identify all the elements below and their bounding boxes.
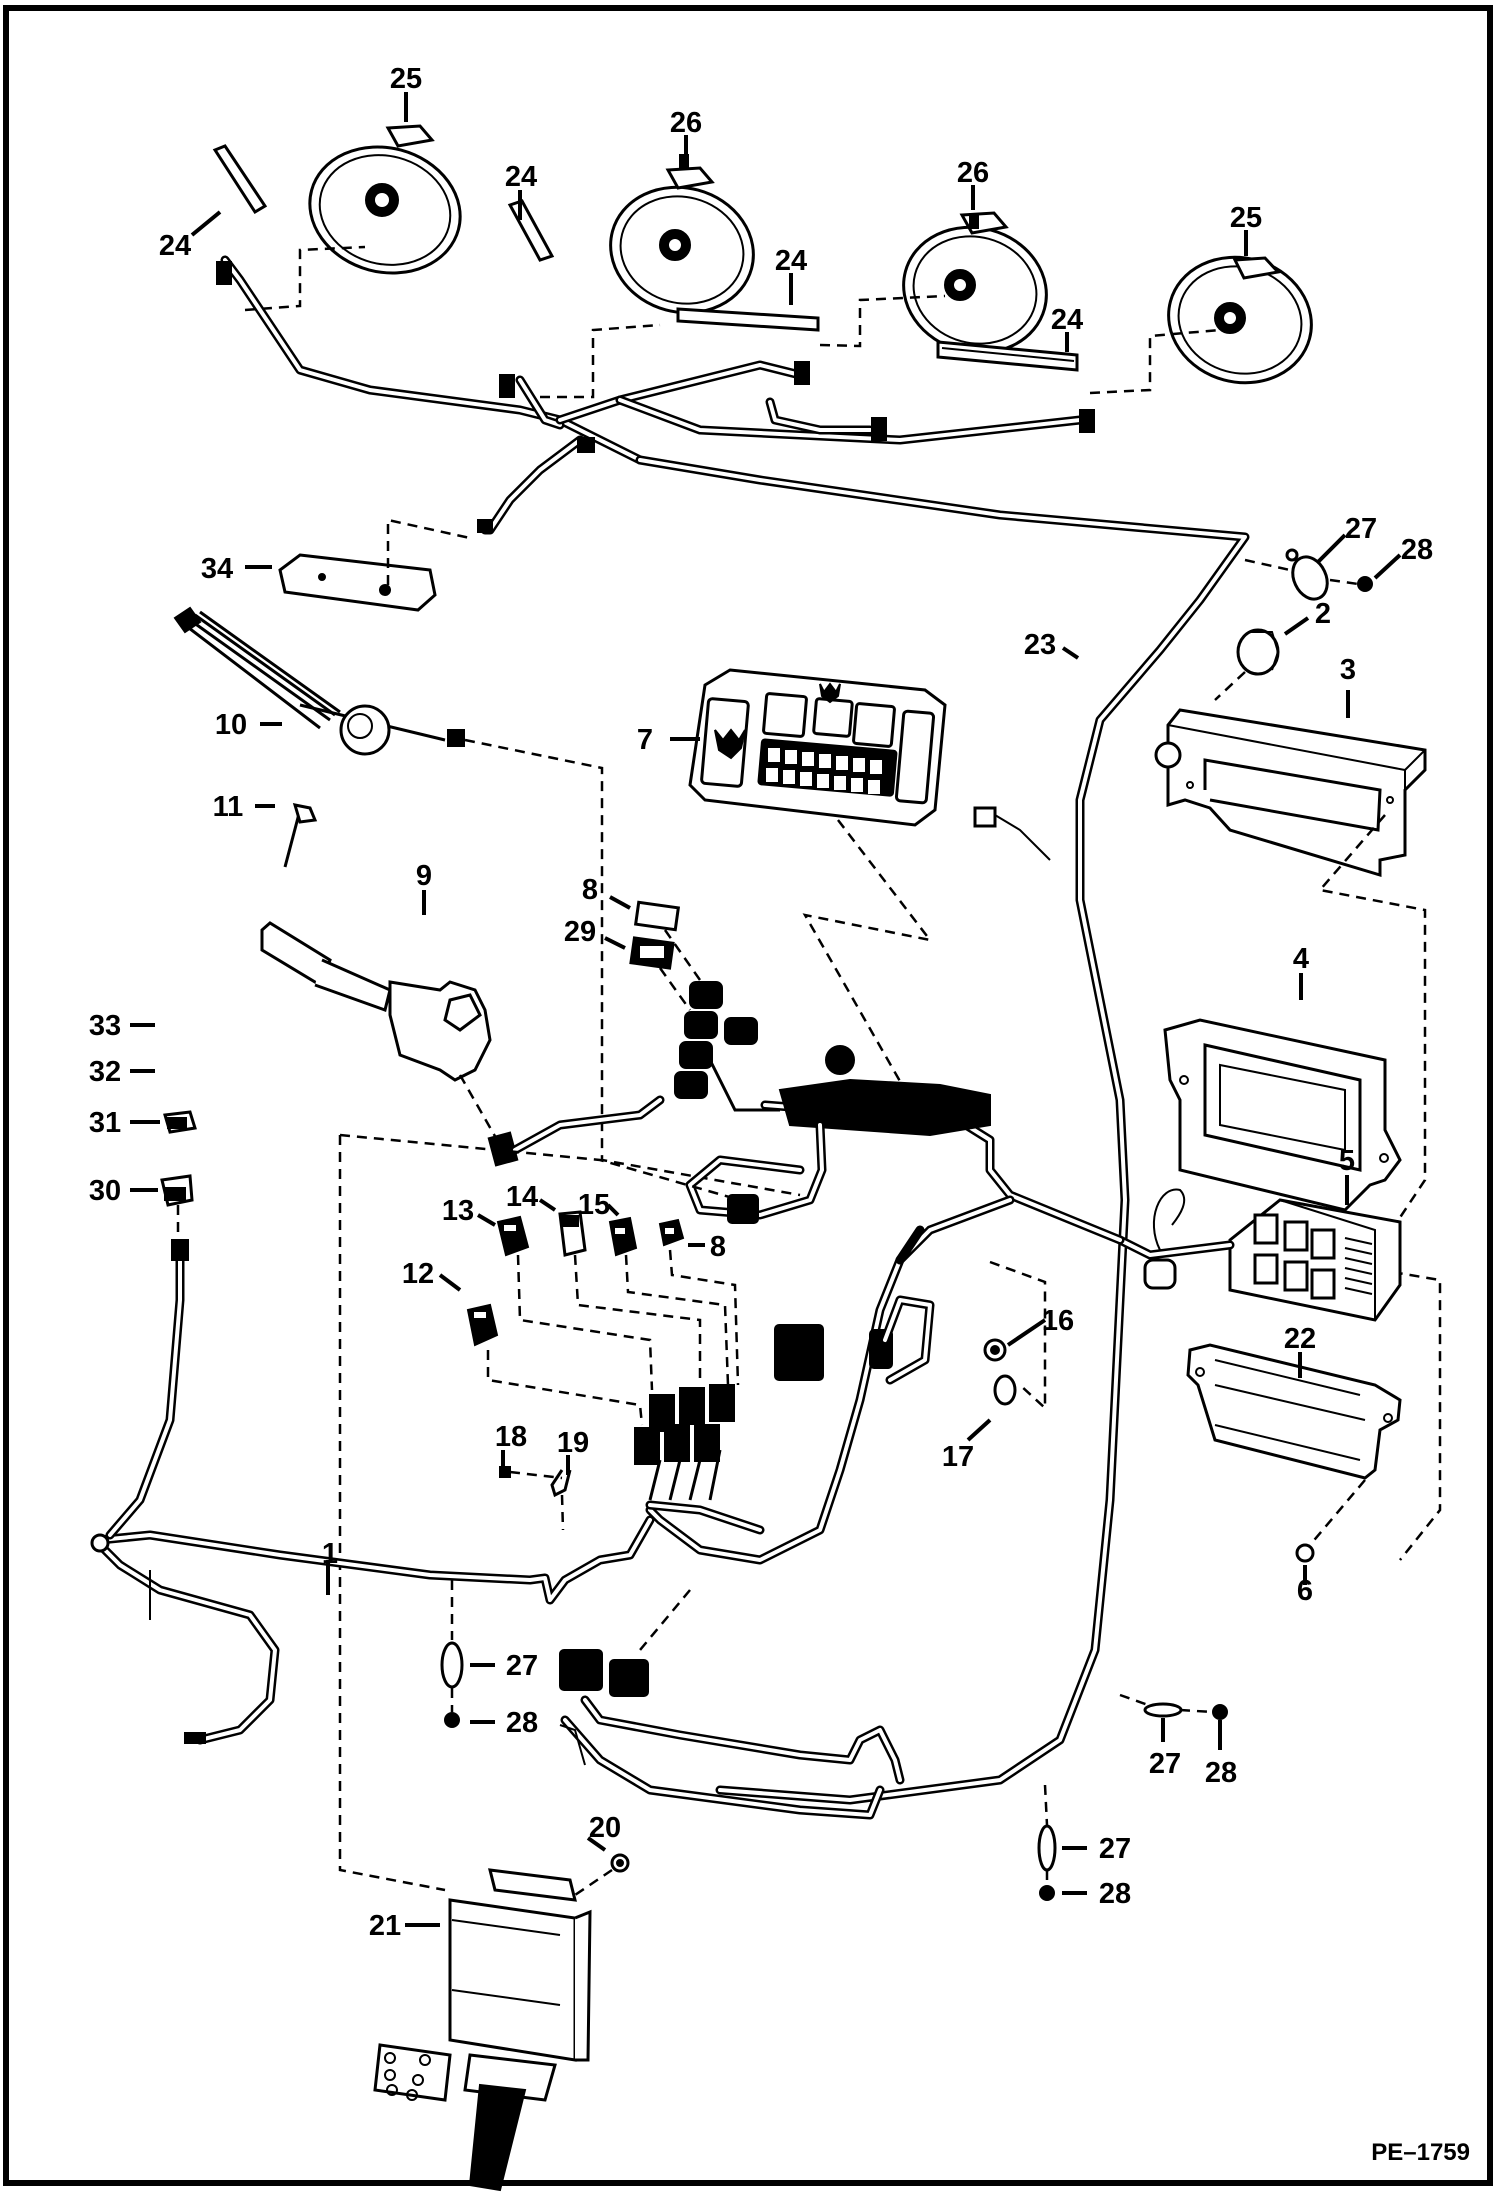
- clip-27-left[interactable]: [440, 1641, 464, 1689]
- callout-31: 31: [89, 1107, 121, 1139]
- callout-32: 32: [89, 1056, 121, 1088]
- callout-8: 8: [582, 874, 598, 906]
- callout-33: 33: [89, 1010, 121, 1042]
- key-11[interactable]: [283, 803, 318, 868]
- callout-34: 34: [201, 553, 233, 585]
- rocker-switch-12[interactable]: [466, 1303, 499, 1347]
- callout-30: 30: [89, 1175, 121, 1207]
- bolt-18[interactable]: [499, 1466, 511, 1478]
- callout-28: 28: [506, 1707, 538, 1739]
- callout-24: 24: [775, 245, 807, 277]
- callout-26: 26: [670, 107, 702, 139]
- indicator-29[interactable]: [629, 936, 675, 970]
- callout-24: 24: [159, 230, 191, 262]
- upper-harness[interactable]: [216, 255, 1250, 1805]
- callout-24: 24: [505, 161, 537, 193]
- lower-harness[interactable]: [559, 1649, 905, 1820]
- key-switch-10[interactable]: [173, 606, 465, 756]
- figure-id-label: PE–1759: [1371, 2139, 1470, 2166]
- clip-27-bottom[interactable]: [1037, 1824, 1057, 1872]
- callout-25: 25: [390, 63, 422, 95]
- callout-4: 4: [1293, 943, 1309, 975]
- rocker-switch-14[interactable]: [558, 1210, 587, 1257]
- callout-19: 19: [557, 1427, 589, 1459]
- callout-9: 9: [416, 860, 432, 892]
- callout-15: 15: [578, 1189, 610, 1221]
- callout-29: 29: [564, 916, 596, 948]
- callout-26: 26: [957, 157, 989, 189]
- lamp-26-left[interactable]: [596, 154, 767, 329]
- switch-connector-bundle[interactable]: [634, 1384, 765, 1535]
- callout-27: 27: [1149, 1748, 1181, 1780]
- lamp-25-right[interactable]: [1154, 241, 1325, 398]
- screw-6[interactable]: [1295, 1543, 1315, 1563]
- bezel-4[interactable]: [1163, 1018, 1402, 1212]
- callout-2: 2: [1315, 598, 1331, 630]
- socket-16[interactable]: [983, 1338, 1007, 1362]
- callout-22: 22: [1284, 1323, 1316, 1355]
- harness-9-connector[interactable]: [487, 1095, 665, 1167]
- connector-cluster[interactable]: [674, 981, 780, 1112]
- fuse-relay-block-5[interactable]: [1115, 1188, 1402, 1322]
- nut-28-right[interactable]: [1212, 1704, 1228, 1720]
- callout-7: 7: [637, 724, 653, 756]
- foam-strip-24-c[interactable]: [676, 307, 820, 332]
- callout-23: 23: [1024, 629, 1056, 661]
- clip-27-top[interactable]: [1285, 548, 1334, 605]
- callout-27: 27: [1099, 1833, 1131, 1865]
- leader-lines: [130, 92, 1402, 1927]
- mounting-plate-34[interactable]: [278, 553, 437, 612]
- callout-24: 24: [1051, 304, 1083, 336]
- clip-27-right[interactable]: [1143, 1702, 1183, 1718]
- clamp-19[interactable]: [550, 1469, 572, 1498]
- bracket-3[interactable]: [1154, 708, 1427, 878]
- main-harness[interactable]: [645, 1045, 1125, 1565]
- connector-30[interactable]: [160, 1174, 194, 1207]
- callout-5: 5: [1339, 1145, 1355, 1177]
- callout-11: 11: [213, 791, 244, 823]
- rocker-switch-13[interactable]: [496, 1215, 530, 1257]
- callout-6: 6: [1297, 1575, 1313, 1607]
- callout-1: 1: [322, 1538, 338, 1570]
- foot-pedal-21[interactable]: [373, 1868, 592, 2192]
- callout-25: 25: [1230, 202, 1262, 234]
- callout-20: 20: [589, 1812, 621, 1844]
- connector-31[interactable]: [163, 1110, 197, 1134]
- callout-28: 28: [1401, 534, 1433, 566]
- bulb-17[interactable]: [993, 1374, 1017, 1406]
- cover-22[interactable]: [1186, 1343, 1402, 1480]
- callout-28: 28: [1099, 1878, 1131, 1910]
- foam-strip-24-b[interactable]: [507, 199, 555, 262]
- turn-signal-switch-9[interactable]: [260, 921, 492, 1082]
- nut-28-bottom[interactable]: [1039, 1885, 1055, 1901]
- callout-10: 10: [215, 709, 247, 741]
- connector-23[interactable]: [973, 806, 1051, 861]
- callout-27: 27: [506, 1650, 538, 1682]
- instrument-panel-7[interactable]: [688, 668, 947, 827]
- rocker-switch-15[interactable]: [608, 1216, 638, 1257]
- callout-17: 17: [942, 1441, 974, 1473]
- rocker-switch-8-lower[interactable]: [658, 1218, 685, 1247]
- lamp-25-left[interactable]: [296, 124, 475, 290]
- callout-13: 13: [442, 1195, 474, 1227]
- callout-27: 27: [1345, 513, 1377, 545]
- callout-8: 8: [710, 1231, 726, 1263]
- foam-strip-24-d[interactable]: [936, 340, 1079, 372]
- callout-labels: 25 24 24 26 24 26 24 25 34 27 28 2 3 23 …: [89, 63, 1433, 1942]
- nut-28-top[interactable]: [1357, 576, 1373, 592]
- foam-strip-24-a[interactable]: [212, 144, 268, 215]
- callout-28: 28: [1205, 1757, 1237, 1789]
- nut-20[interactable]: [610, 1853, 630, 1873]
- callout-14: 14: [506, 1181, 538, 1213]
- nut-28-left[interactable]: [444, 1712, 460, 1728]
- harness-1[interactable]: [90, 1239, 655, 1745]
- callout-12: 12: [402, 1258, 434, 1290]
- indicator-8-upper[interactable]: [633, 900, 681, 932]
- callout-18: 18: [495, 1421, 527, 1453]
- callout-16: 16: [1042, 1305, 1074, 1337]
- callout-3: 3: [1340, 654, 1356, 686]
- gauge-2[interactable]: [1236, 628, 1280, 676]
- callout-21: 21: [369, 1910, 401, 1942]
